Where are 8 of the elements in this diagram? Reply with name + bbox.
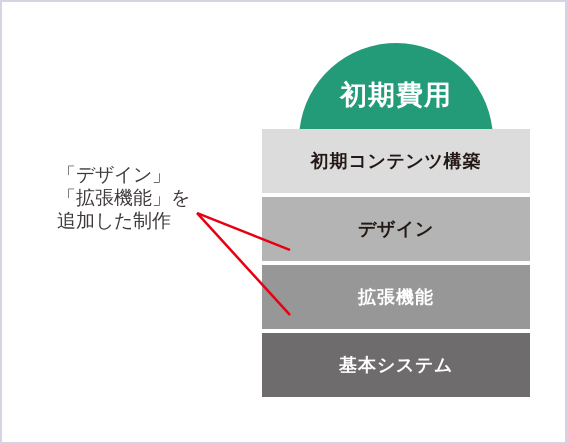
layer-box: デザイン xyxy=(262,197,530,261)
layer-box: 初期コンテンツ構築 xyxy=(262,129,530,193)
layer-box: 基本システム xyxy=(262,333,530,397)
layer-box: 拡張機能 xyxy=(262,265,530,329)
annotation-text: 「デザイン」「拡張機能」を追加した制作 xyxy=(57,164,197,233)
leader-line xyxy=(196,212,290,252)
semicircle-label: 初期費用 xyxy=(299,43,493,129)
leader-line xyxy=(196,212,291,316)
